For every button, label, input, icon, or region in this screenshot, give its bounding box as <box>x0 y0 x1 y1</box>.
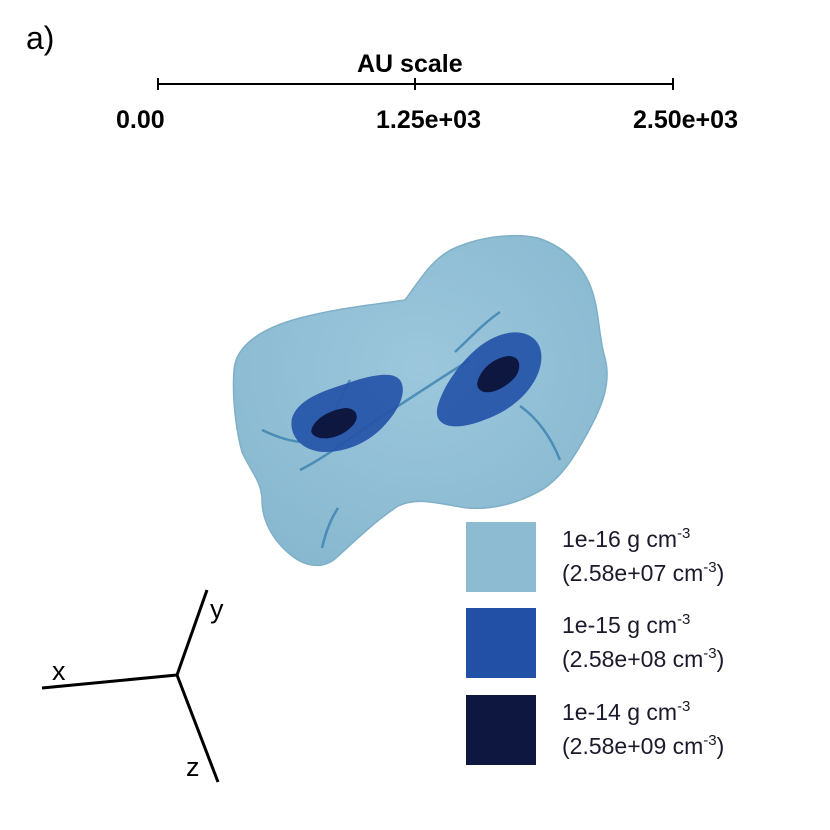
scale-tick-label-0: 0.00 <box>116 106 165 134</box>
scale-bar-title: AU scale <box>357 50 463 78</box>
legend-number-label: (2.58e+08 cm <box>562 646 704 672</box>
legend-number-label: (2.58e+07 cm <box>562 560 704 586</box>
axis-z-line <box>175 674 220 783</box>
axis-z-label: z <box>186 752 200 782</box>
legend-density-label: 1e-16 g cm <box>562 526 678 552</box>
legend-number-exponent: -3 <box>703 559 717 576</box>
legend-density-exponent: -3 <box>677 698 691 715</box>
axis-y-label: y <box>210 594 224 624</box>
panel-label: a) <box>26 20 55 56</box>
legend-density-exponent: -3 <box>677 611 691 628</box>
legend-entry-1e-16: 1e-16 g cm-3 (2.58e+07 cm-3) <box>562 522 724 590</box>
core-isosurface-1e-14-left <box>311 408 357 439</box>
legend-number-close: ) <box>716 733 725 759</box>
legend-density-label: 1e-15 g cm <box>562 612 678 638</box>
legend-entry-1e-14: 1e-14 g cm-3 (2.58e+09 cm-3) <box>562 695 724 763</box>
legend-density-exponent: -3 <box>677 525 691 542</box>
scale-tick-label-1: 1.25e+03 <box>376 106 481 134</box>
legend-number-exponent: -3 <box>703 732 717 749</box>
legend-swatch-1e-15 <box>466 608 536 678</box>
legend-entry-1e-15: 1e-15 g cm-3 (2.58e+08 cm-3) <box>562 608 724 676</box>
axis-x-line <box>41 673 178 690</box>
legend-swatch-1e-16 <box>466 522 536 592</box>
outer-isosurface-1e-16 <box>232 234 608 567</box>
axis-y-line <box>175 589 209 676</box>
legend-swatch-1e-14 <box>466 695 536 765</box>
legend-number-exponent: -3 <box>703 645 717 662</box>
legend-number-close: ) <box>716 560 725 586</box>
scale-tick-label-2: 2.50e+03 <box>633 106 738 134</box>
legend-density-label: 1e-14 g cm <box>562 699 678 725</box>
legend-number-label: (2.58e+09 cm <box>562 733 704 759</box>
core-isosurface-1e-14-right <box>477 356 520 393</box>
axis-x-label: x <box>52 656 66 686</box>
legend-number-close: ) <box>716 646 725 672</box>
